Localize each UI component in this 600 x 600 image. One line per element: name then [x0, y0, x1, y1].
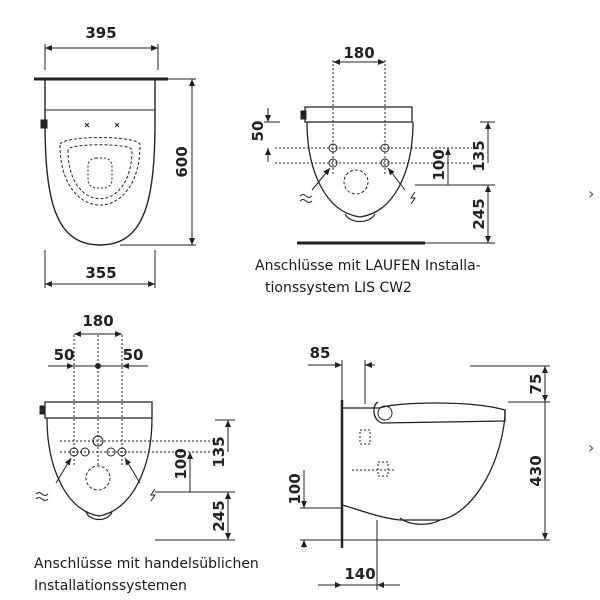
bowl-outline [44, 80, 156, 246]
power-pointer [124, 457, 141, 484]
dim-395: 395 [85, 24, 116, 42]
chevron-right-icon[interactable]: › [588, 184, 595, 203]
power-icon [410, 191, 416, 205]
side-body [341, 402, 506, 521]
chevron-right-icon-2[interactable]: › [588, 438, 595, 457]
side-foot [399, 517, 441, 525]
hinge [377, 405, 393, 421]
water-pointer [55, 457, 72, 484]
dim-180b: 180 [82, 312, 113, 330]
hidden-connection [359, 429, 371, 445]
water-icon [35, 492, 49, 501]
bowl-foot [85, 511, 113, 521]
top-view [34, 44, 196, 288]
dim-75: 75 [527, 374, 545, 395]
front-view-lis [264, 59, 495, 245]
dim-600: 600 [173, 146, 191, 177]
caption-standard-line2: Installationssystemen [34, 578, 187, 594]
dim-245b: 245 [210, 500, 228, 531]
dim-355: 355 [85, 264, 116, 282]
water-icon [299, 194, 313, 203]
dim-180: 180 [343, 44, 374, 62]
drain-outlet [343, 169, 369, 195]
nozzle-area [87, 157, 113, 189]
power-pointer [387, 167, 406, 191]
side-view [300, 360, 550, 590]
dim-245: 245 [470, 198, 488, 229]
seat-inner-dashed [67, 144, 133, 200]
dim-140: 140 [344, 565, 375, 583]
drain-outlet [85, 465, 111, 491]
dim-100c: 100 [286, 473, 304, 504]
seat-dashed [59, 137, 141, 206]
dim-135: 135 [470, 140, 488, 171]
control-knob [300, 110, 307, 120]
seat-lid [304, 106, 413, 123]
caption-standard-line1: Anschlüsse mit handelsüblichen [34, 556, 259, 572]
dim-135b: 135 [210, 436, 228, 467]
side-lid [373, 401, 506, 424]
dim-50-left: 50 [54, 346, 75, 364]
bowl-body [306, 121, 414, 218]
caption-lis-line2: tionssystem LIS CW2 [265, 280, 412, 296]
power-icon [150, 488, 156, 502]
bowl-body [46, 417, 153, 517]
control-knob [40, 119, 48, 129]
dim-430: 430 [527, 455, 545, 486]
control-knob [39, 405, 46, 415]
water-pointer [311, 167, 331, 191]
dim-100b: 100 [172, 448, 190, 479]
front-view-standard [35, 331, 235, 541]
bowl-foot [344, 213, 376, 223]
caption-lis-line1: Anschlüsse mit LAUFEN Installa- [255, 258, 481, 274]
dim-50-right: 50 [123, 346, 144, 364]
dim-85: 85 [310, 344, 331, 362]
dim-50: 50 [249, 121, 267, 142]
dim-100: 100 [430, 149, 448, 180]
connection-point [106, 447, 116, 457]
fixing-marks [84, 122, 120, 128]
hidden-connection [377, 461, 389, 477]
